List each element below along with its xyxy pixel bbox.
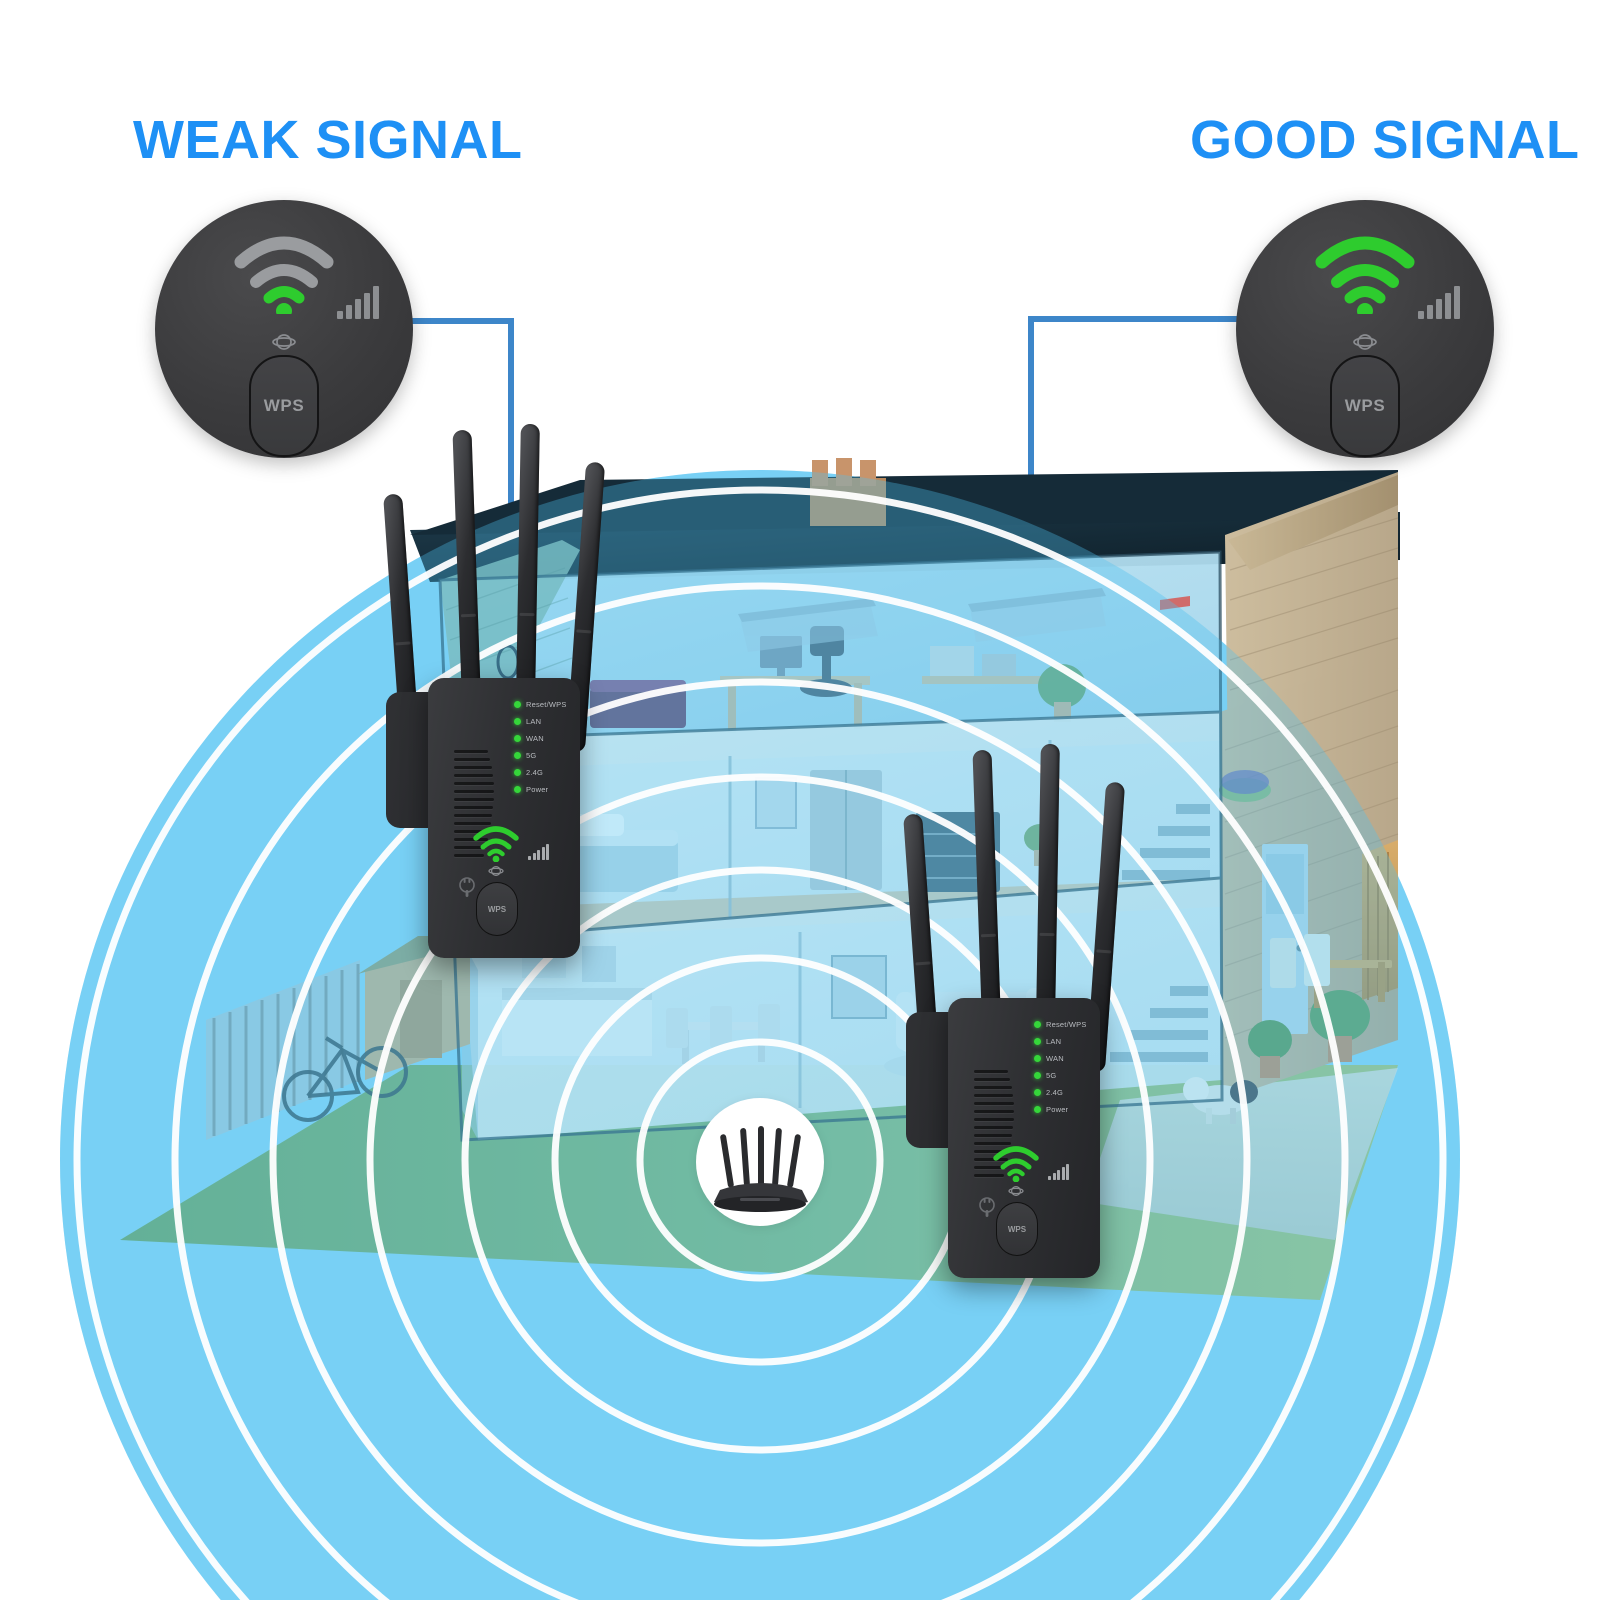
wifi-repeater-upper[interactable]: Reset/WPS LAN WAN 5G	[370, 420, 640, 960]
led-dot	[1034, 1106, 1041, 1113]
wps-button[interactable]: WPS	[996, 1202, 1038, 1256]
led-label: 2.4G	[526, 768, 544, 777]
globe-icon	[272, 334, 296, 350]
wps-label: WPS	[487, 904, 507, 914]
led-row: LAN	[1034, 1037, 1087, 1046]
led-row: WAN	[1034, 1054, 1087, 1063]
led-label: Power	[1046, 1105, 1069, 1114]
led-row: Reset/WPS	[1034, 1020, 1087, 1029]
led-label: LAN	[1046, 1037, 1062, 1046]
signal-bars-icon	[1418, 285, 1464, 319]
led-dot	[1034, 1021, 1041, 1028]
good-signal-title: GOOD SIGNAL	[1190, 110, 1580, 170]
led-label: WAN	[526, 734, 544, 743]
led-row: 2.4G	[1034, 1088, 1087, 1097]
wifi-arcs-icon	[234, 236, 334, 314]
globe-icon	[1353, 334, 1377, 350]
led-indicator-list: Reset/WPS LAN WAN 5G	[1034, 1020, 1087, 1114]
led-dot	[514, 701, 521, 708]
wifi-arcs-icon	[473, 826, 519, 862]
led-row: 5G	[1034, 1071, 1087, 1080]
led-dot	[514, 718, 521, 725]
led-dot	[514, 786, 521, 793]
signal-bars-icon	[1048, 1164, 1070, 1180]
led-label: Reset/WPS	[526, 700, 567, 709]
led-label: WAN	[1046, 1054, 1064, 1063]
led-label: Power	[526, 785, 549, 794]
led-label: LAN	[526, 717, 542, 726]
wifi-router-icon	[714, 1126, 808, 1212]
wps-label: WPS	[263, 396, 305, 415]
wifi-router-bubble	[696, 1098, 824, 1226]
led-label: 5G	[526, 751, 537, 760]
led-dot	[514, 769, 521, 776]
wifi-arcs-icon	[993, 1146, 1039, 1182]
wifi-arcs-icon	[1315, 236, 1415, 314]
globe-icon	[1008, 1185, 1024, 1197]
led-row: 5G	[514, 751, 567, 760]
device-body: Reset/WPS LAN WAN 5G	[948, 998, 1100, 1278]
callout-good-signal[interactable]: WPS	[1236, 200, 1494, 458]
wps-button[interactable]: WPS	[249, 355, 319, 457]
led-dot	[1034, 1038, 1041, 1045]
led-label: Reset/WPS	[1046, 1020, 1087, 1029]
led-row: Power	[1034, 1105, 1087, 1114]
wps-button[interactable]: WPS	[1330, 355, 1400, 457]
vent-grille	[454, 750, 494, 857]
led-indicator-list: Reset/WPS LAN WAN 5G	[514, 700, 567, 794]
device-body: Reset/WPS LAN WAN 5G	[428, 678, 580, 958]
wps-label: WPS	[1007, 1224, 1027, 1234]
led-dot	[1034, 1072, 1041, 1079]
led-row: WAN	[514, 734, 567, 743]
led-label: 2.4G	[1046, 1088, 1064, 1097]
signal-bars-icon	[337, 285, 383, 319]
plug-icon	[459, 877, 475, 897]
wps-label: WPS	[1344, 396, 1386, 415]
wps-button[interactable]: WPS	[476, 882, 518, 936]
globe-icon	[488, 865, 504, 877]
signal-bars-icon	[528, 844, 550, 860]
led-row: 2.4G	[514, 768, 567, 777]
led-row: Reset/WPS	[514, 700, 567, 709]
led-row: LAN	[514, 717, 567, 726]
vent-grille	[974, 1070, 1014, 1177]
led-dot	[514, 752, 521, 759]
led-label: 5G	[1046, 1071, 1057, 1080]
house-scene: Reset/WPS LAN WAN 5G	[0, 400, 1600, 1600]
wifi-repeater-lower[interactable]: Reset/WPS LAN WAN 5G	[890, 740, 1160, 1280]
led-dot	[514, 735, 521, 742]
connector-line-right-horizontal	[1028, 316, 1243, 322]
led-dot	[1034, 1089, 1041, 1096]
led-row: Power	[514, 785, 567, 794]
coverage-tint-overlay	[60, 470, 1460, 1600]
connector-line-left-vertical	[508, 318, 514, 636]
callout-weak-signal[interactable]: WPS	[155, 200, 413, 458]
weak-signal-title: WEAK SIGNAL	[133, 110, 523, 170]
plug-icon	[979, 1197, 995, 1217]
led-dot	[1034, 1055, 1041, 1062]
